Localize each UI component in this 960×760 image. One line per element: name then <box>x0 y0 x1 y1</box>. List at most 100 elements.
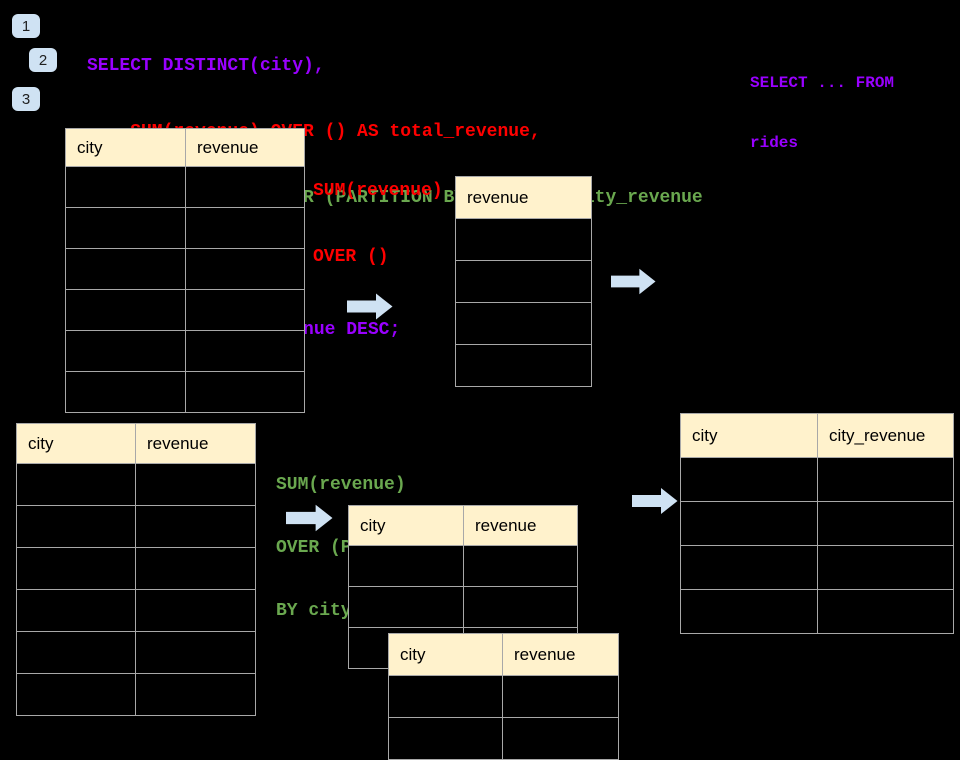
empty-cell <box>135 463 256 506</box>
empty-cell <box>65 371 186 413</box>
arrow-right-icon <box>347 293 393 320</box>
empty-cell <box>65 289 186 331</box>
empty-cell <box>65 166 186 208</box>
total-revenue-result-table: revenue <box>455 176 592 387</box>
slide-canvas: { "colors": { "background": "#000000", "… <box>12 14 954 760</box>
empty-row <box>455 302 592 345</box>
empty-row <box>65 289 305 331</box>
empty-row <box>65 330 305 372</box>
step-badge-3: 3 <box>12 87 40 111</box>
empty-cell <box>185 166 305 208</box>
header-row: city city_revenue <box>680 413 954 458</box>
empty-cell <box>185 207 305 249</box>
side-note-select-from-rides: SELECT ... FROM rides <box>750 33 894 173</box>
empty-cell <box>463 545 578 587</box>
empty-cell <box>817 589 954 634</box>
header-row: city revenue <box>16 423 256 464</box>
empty-cell <box>135 673 256 716</box>
empty-cell <box>135 547 256 590</box>
column-header-city: city <box>16 423 136 464</box>
empty-row <box>16 631 256 674</box>
empty-row <box>680 589 954 634</box>
empty-row <box>16 463 256 506</box>
empty-cell <box>16 505 136 548</box>
empty-row <box>348 545 578 587</box>
step-badge-1: 1 <box>12 14 40 38</box>
header-row: city revenue <box>388 633 619 676</box>
header-row: city revenue <box>348 505 578 546</box>
empty-cell <box>65 330 186 372</box>
empty-cell <box>348 586 464 628</box>
empty-cell <box>185 371 305 413</box>
empty-cell <box>680 457 818 502</box>
empty-cell <box>135 589 256 632</box>
column-header-revenue: revenue <box>185 128 305 167</box>
empty-row <box>65 371 305 413</box>
annotation-total-revenue-line-1: SUM(revenue) <box>313 181 443 201</box>
empty-row <box>65 207 305 249</box>
empty-cell <box>16 631 136 674</box>
empty-cell <box>388 717 503 760</box>
column-header-revenue: revenue <box>135 423 256 464</box>
empty-cell <box>455 302 592 345</box>
arrow-right-icon <box>611 268 656 295</box>
empty-row <box>348 586 578 628</box>
empty-cell <box>680 545 818 590</box>
arrow-right-icon <box>632 487 678 515</box>
column-header-revenue: revenue <box>463 505 578 546</box>
empty-cell <box>135 631 256 674</box>
empty-cell <box>65 248 186 290</box>
rides-source-table-2: city revenue <box>16 423 256 716</box>
column-header-city-revenue: city_revenue <box>817 413 954 458</box>
empty-cell <box>16 547 136 590</box>
arrow-right-icon <box>286 504 333 532</box>
empty-cell <box>65 207 186 249</box>
column-header-city: city <box>65 128 186 167</box>
column-header-revenue: revenue <box>502 633 619 676</box>
empty-cell <box>502 717 619 760</box>
empty-row <box>16 673 256 716</box>
column-header-city: city <box>680 413 818 458</box>
empty-row <box>455 218 592 261</box>
empty-row <box>65 248 305 290</box>
empty-cell <box>185 248 305 290</box>
empty-cell <box>817 545 954 590</box>
empty-row <box>680 501 954 546</box>
side-note-line-2: rides <box>750 134 799 152</box>
annotation-total-revenue: SUM(revenue) OVER () <box>313 136 443 290</box>
empty-cell <box>817 457 954 502</box>
empty-row <box>680 545 954 590</box>
empty-cell <box>680 589 818 634</box>
empty-cell <box>135 505 256 548</box>
annotation-partition-line-1: SUM(revenue) <box>276 475 406 495</box>
empty-row <box>16 589 256 632</box>
empty-row <box>388 675 619 718</box>
empty-cell <box>463 586 578 628</box>
header-row: revenue <box>455 176 592 219</box>
sql-line-select: SELECT DISTINCT(city), <box>87 56 325 76</box>
empty-row <box>680 457 954 502</box>
empty-row <box>388 717 619 760</box>
column-header-city: city <box>348 505 464 546</box>
empty-cell <box>388 675 503 718</box>
header-row: city revenue <box>65 128 305 167</box>
empty-cell <box>502 675 619 718</box>
empty-cell <box>455 218 592 261</box>
empty-cell <box>185 289 305 331</box>
empty-row <box>16 505 256 548</box>
empty-row <box>16 547 256 590</box>
empty-row <box>455 344 592 387</box>
column-header-city: city <box>388 633 503 676</box>
empty-cell <box>185 330 305 372</box>
side-note-line-1: SELECT ... FROM <box>750 74 895 92</box>
empty-cell <box>16 673 136 716</box>
empty-row <box>455 260 592 303</box>
annotation-total-revenue-line-2: OVER () <box>313 247 389 267</box>
step-badge-2: 2 <box>29 48 57 72</box>
empty-cell <box>455 344 592 387</box>
empty-cell <box>455 260 592 303</box>
column-header-revenue: revenue <box>455 176 592 219</box>
empty-cell <box>348 545 464 587</box>
empty-cell <box>16 463 136 506</box>
empty-row <box>65 166 305 208</box>
